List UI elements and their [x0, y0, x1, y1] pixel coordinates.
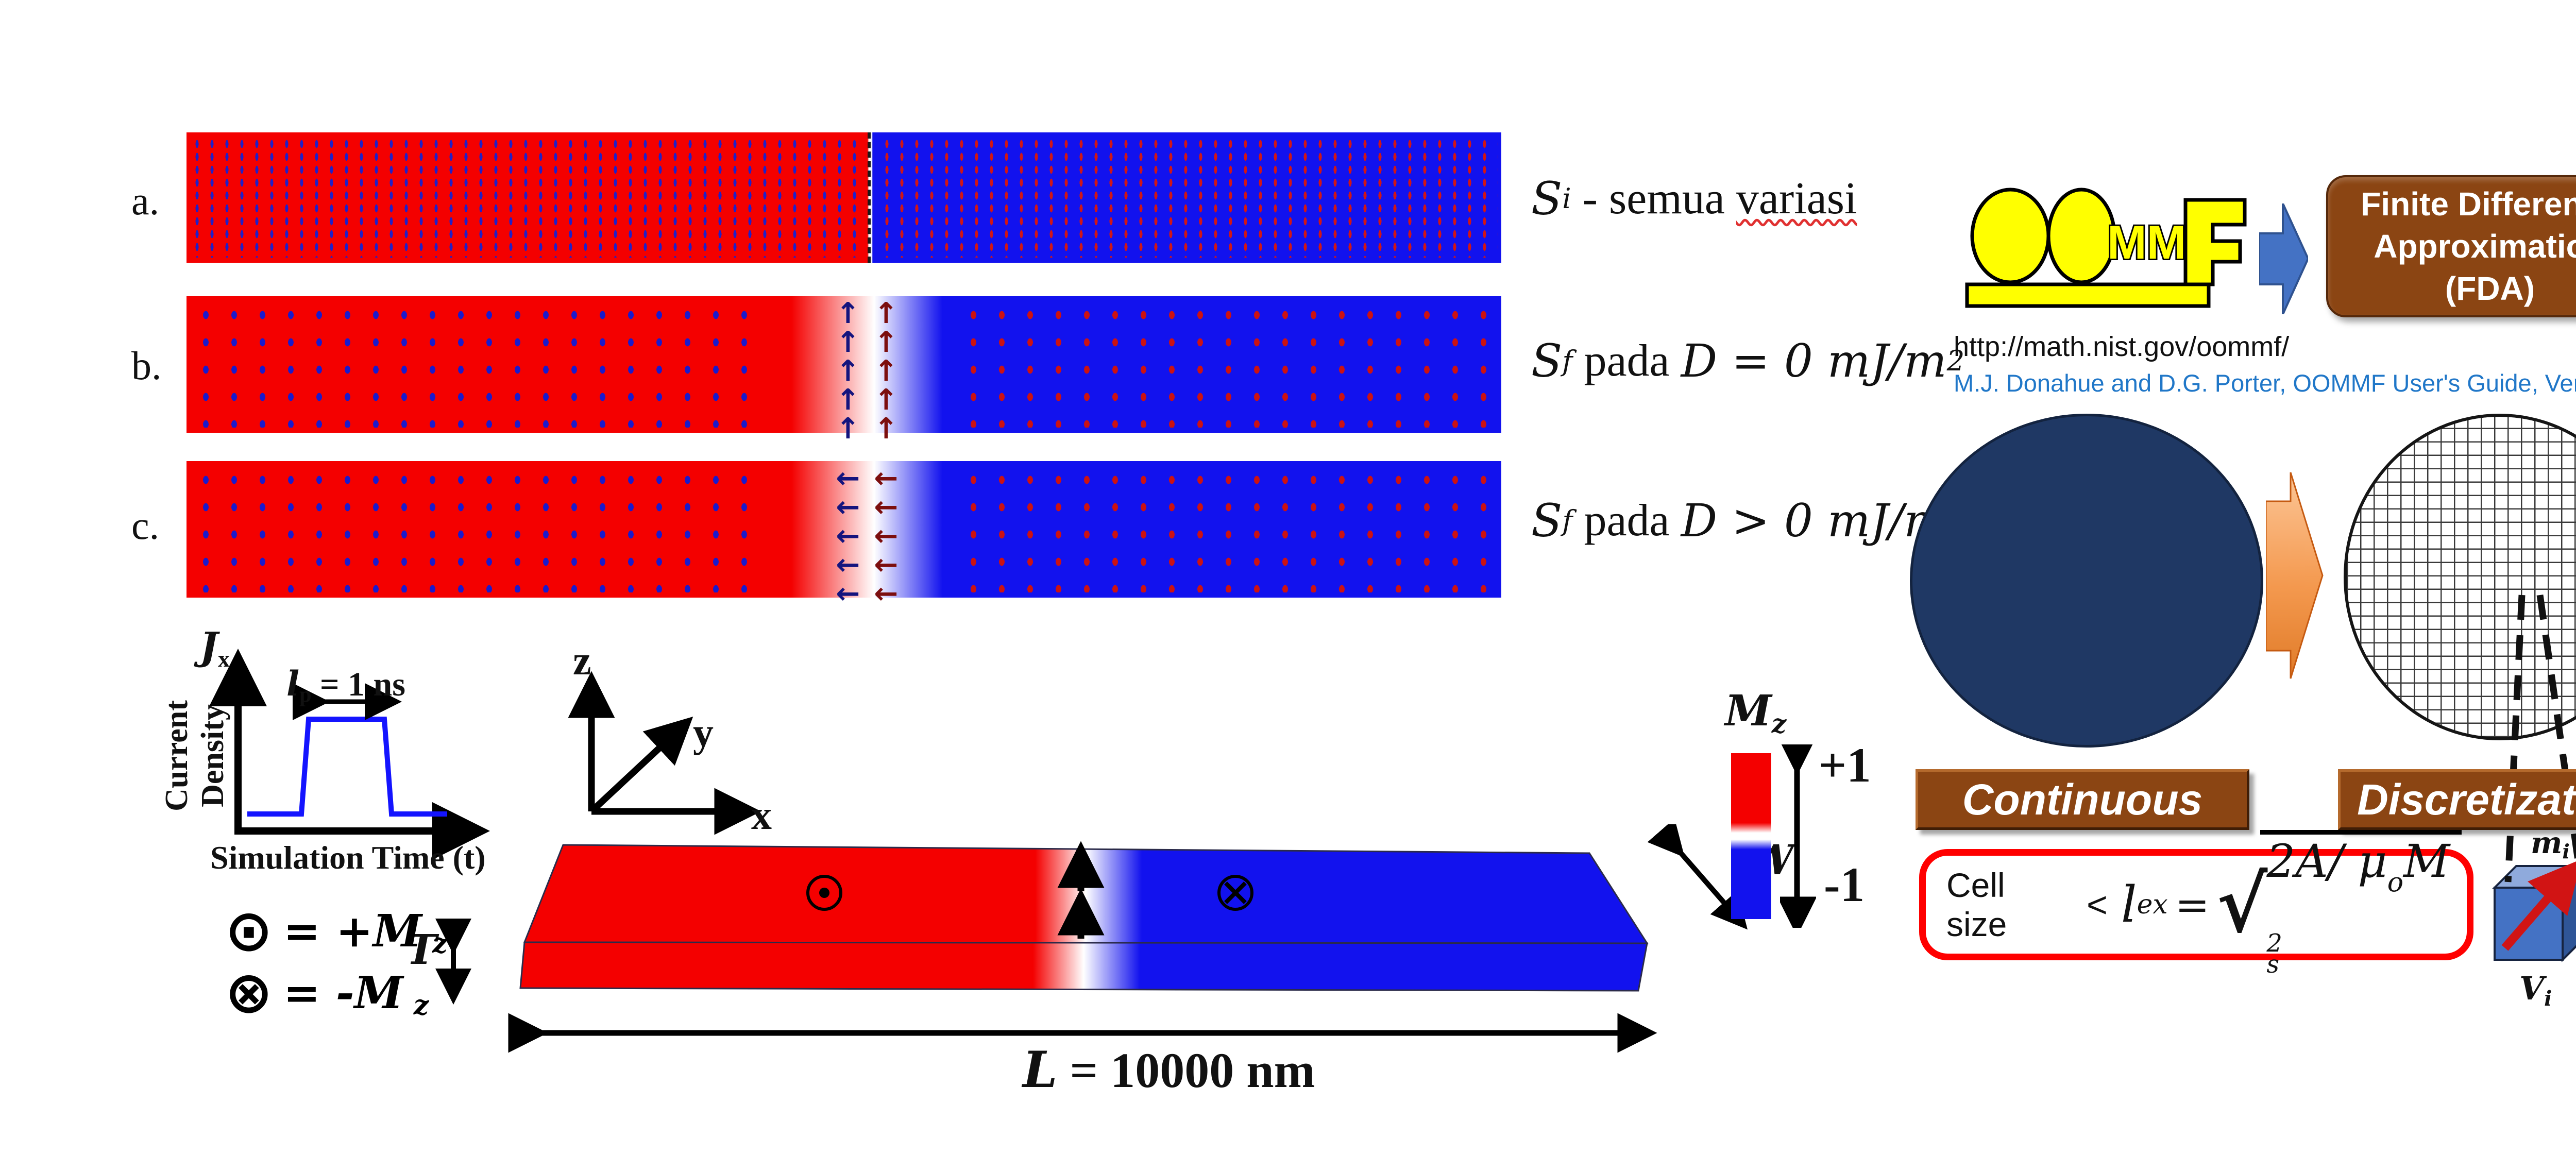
logo-base-bar — [1965, 282, 2211, 308]
length-label: L = 10000 nm — [1023, 1041, 1315, 1099]
circle-dot-icon: ⊙ — [225, 897, 273, 964]
z-axis-label: z — [573, 638, 591, 684]
wall-arrows-up-right: ↑↑↑↑↑ — [874, 297, 899, 446]
circle-cross-icon: ⊗ — [225, 959, 273, 1026]
continuous-label-box: Continuous — [1916, 769, 2249, 830]
right-arrow-icon — [2259, 203, 2308, 314]
coordinate-axes — [568, 671, 761, 835]
plot-y-axis-title: Jx — [200, 624, 230, 672]
current-pulse-plot — [209, 649, 490, 860]
pulse-width-label: lp = 1 ns — [286, 664, 405, 707]
wall-arrows-left-left: ←←←←← — [836, 462, 860, 610]
colorbar-plus-one: +1 — [1819, 738, 1871, 792]
fda-box: Finite Difference Approximation (FDA) — [2326, 175, 2576, 317]
spin-dots-red-domain — [192, 466, 769, 592]
oommf-logo: MM — [1965, 188, 2247, 308]
y-axis-arrow — [589, 716, 693, 814]
cell-zoom-dashed-lines — [2504, 595, 2576, 883]
logo-letter-f — [2183, 198, 2247, 286]
spin-dots-blue-domain — [959, 301, 1496, 428]
into-plane-icon — [1217, 875, 1253, 911]
oommf-url: http://math.nist.gov/oommf/ — [1954, 331, 2290, 362]
spin-dots-blue-domain — [959, 466, 1496, 592]
continuous-shape-circle — [1910, 414, 2263, 748]
spellcheck-underlined-word: variasi — [1736, 173, 1857, 224]
wall-arrows-left-right: ←←←←← — [874, 462, 899, 610]
y-axis-label: y — [693, 710, 714, 756]
magnetization-vector-arrow — [2501, 859, 2576, 951]
cell-cube — [2492, 859, 2576, 962]
orange-arrow-icon — [2266, 472, 2324, 679]
spin-dots-red-domain — [192, 301, 769, 428]
spin-dots-red-domain — [190, 138, 865, 258]
nanowire-slab-3d — [435, 824, 1748, 1053]
caption-c: Sf pada D > 0 mJ/m2 — [1531, 494, 1964, 547]
magnetization-strip-a — [187, 132, 1501, 263]
slab-top-face — [523, 844, 1649, 944]
thickness-label: T — [406, 925, 437, 974]
panel-c-letter: c. — [131, 503, 160, 548]
discretized-mesh-circle — [2344, 414, 2576, 740]
magnetization-strip-c: ←←←←← ←←←←← — [187, 461, 1501, 610]
mz-colorbar — [1731, 753, 1771, 919]
cell-volume-label: Vi — [2519, 970, 2552, 1011]
discretization-label-box: Discretization — [2338, 769, 2576, 830]
spin-dots-blue-domain — [879, 138, 1498, 258]
oommf-citation: M.J. Donahue and D.G. Porter, OOMMF User… — [1954, 369, 2576, 397]
colorbar-title: Mz — [1725, 686, 1787, 739]
panel-b-letter: b. — [131, 343, 162, 388]
plot-x-axis-label: Simulation Time (t) — [210, 839, 486, 876]
plot-y-axis-label: Current Density — [159, 700, 230, 811]
magnetization-strip-b: ↑↑↑↑↑ ↑↑↑↑↑ — [187, 296, 1501, 446]
out-of-plane-icon — [806, 875, 842, 911]
colorbar-minus-one: -1 — [1824, 857, 1865, 912]
colorbar-range-arrow — [1780, 744, 1816, 928]
sharp-domain-wall-line — [868, 132, 871, 263]
logo-letters-mm: MM — [2107, 216, 2186, 269]
cell-moment-label: mi — [2531, 825, 2570, 863]
logo-letter-o1 — [1970, 188, 2050, 284]
slab-front-face — [519, 941, 1648, 992]
panel-a-letter: a. — [131, 178, 160, 223]
wall-arrows-up-left: ↑↑↑↑↑ — [836, 297, 860, 446]
current-pulse-waveform — [247, 717, 447, 817]
x-axis-label: x — [751, 793, 772, 838]
width-arrow — [1647, 824, 1748, 930]
logo-letter-o2 — [2046, 188, 2116, 284]
